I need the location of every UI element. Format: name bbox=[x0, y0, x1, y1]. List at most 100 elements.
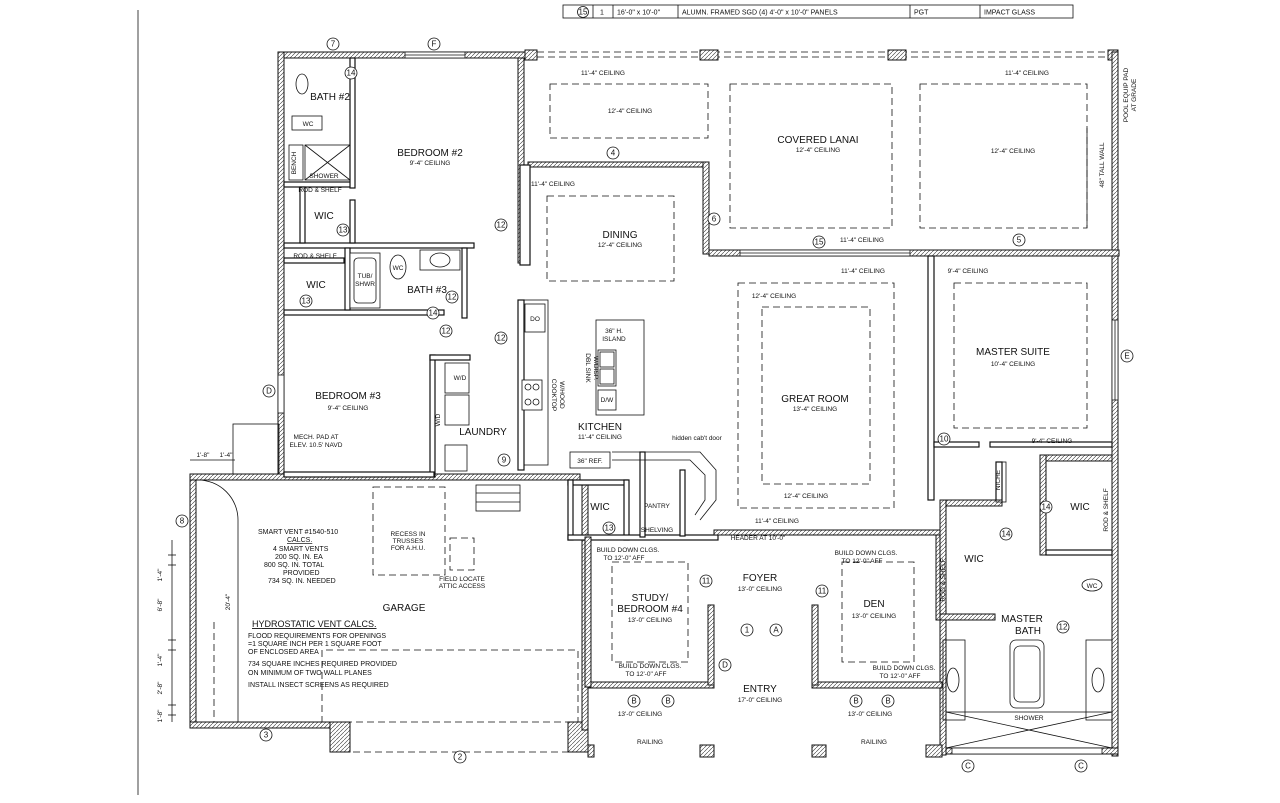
sink-label-2: W/DISP. bbox=[592, 356, 599, 380]
island-label: 36" H. bbox=[605, 328, 623, 335]
svg-text:PROVIDED: PROVIDED bbox=[283, 570, 320, 577]
kitchen-ceiling: 11'-4" CEILING bbox=[578, 434, 622, 441]
great-room-ceiling: 13'-4" CEILING bbox=[793, 406, 837, 413]
svg-text:14: 14 bbox=[429, 309, 438, 318]
svg-text:C: C bbox=[1078, 762, 1084, 771]
cooktop-label: COOKTOP bbox=[550, 379, 557, 411]
svg-text:RAILING: RAILING bbox=[861, 739, 887, 746]
window-schedule: 15 1 16'-0" x 10'-0" ALUMN. FRAMED SGD (… bbox=[562, 4, 1074, 19]
svg-text:ON MINIMUM OF TWO WALL PLANES: ON MINIMUM OF TWO WALL PLANES bbox=[248, 670, 372, 677]
svg-text:SMART VENT #1540-510: SMART VENT #1540-510 bbox=[258, 529, 338, 536]
svg-text:FOR A.H.U.: FOR A.H.U. bbox=[391, 545, 426, 552]
wc-label-c: WC bbox=[1087, 583, 1098, 590]
svg-text:1: 1 bbox=[745, 626, 750, 635]
svg-text:TO 12'-0" AFF: TO 12'-0" AFF bbox=[604, 555, 645, 562]
svg-text:12: 12 bbox=[497, 221, 506, 230]
svg-text:C: C bbox=[965, 762, 971, 771]
svg-text:F: F bbox=[432, 40, 437, 49]
svg-text:11'-4" CEILING: 11'-4" CEILING bbox=[581, 70, 625, 77]
bedroom2-ceiling: 9'-4" CEILING bbox=[410, 160, 451, 167]
svg-text:FLOOD REQUIREMENTS FOR OPENING: FLOOD REQUIREMENTS FOR OPENINGS bbox=[248, 633, 386, 640]
schedule-size: 16'-0" x 10'-0" bbox=[617, 10, 661, 17]
svg-text:13: 13 bbox=[339, 226, 348, 235]
master-suite-title: MASTER SUITE bbox=[976, 347, 1050, 358]
toilet-icon-b bbox=[389, 254, 407, 280]
svg-text:ROD & SHELF: ROD & SHELF bbox=[298, 187, 341, 194]
schedule-glass: IMPACT GLASS bbox=[984, 10, 1035, 17]
dining-ceiling: 12'-4" CEILING bbox=[598, 242, 642, 249]
wic-b-title: WIC bbox=[306, 280, 325, 291]
svg-text:12: 12 bbox=[497, 334, 506, 343]
hidden-door-label: hidden cab't door bbox=[672, 435, 723, 442]
lanai-title: COVERED LANAI bbox=[777, 135, 858, 146]
lanai-ceiling: 12'-4" CEILING bbox=[796, 147, 840, 154]
svg-text:ATTIC ACCESS: ATTIC ACCESS bbox=[439, 583, 486, 590]
windows bbox=[277, 51, 1119, 755]
garage-title: GARAGE bbox=[383, 603, 426, 614]
svg-text:9: 9 bbox=[502, 456, 507, 465]
svg-text:TO 12'-0" AFF: TO 12'-0" AFF bbox=[842, 558, 883, 565]
svg-text:RECESS IN: RECESS IN bbox=[390, 531, 425, 538]
study-ceiling: 13'-0" CEILING bbox=[628, 617, 672, 624]
pantry-title: PANTRY bbox=[644, 503, 670, 510]
foyer-ceiling: 13'-0" CEILING bbox=[738, 586, 782, 593]
svg-text:=1 SQUARE INCH PER 1 SQUARE FO: =1 SQUARE INCH PER 1 SQUARE FOOT bbox=[248, 641, 382, 648]
svg-text:1'-4": 1'-4" bbox=[157, 568, 164, 582]
svg-text:6: 6 bbox=[712, 215, 717, 224]
svg-text:ELEV. 10.5' NAVD: ELEV. 10.5' NAVD bbox=[290, 442, 343, 449]
svg-text:HEADER AT 10'-0": HEADER AT 10'-0" bbox=[731, 535, 786, 542]
washer-label: W/D bbox=[454, 375, 467, 382]
bedroom3-ceiling: 9'-4" CEILING bbox=[328, 405, 369, 412]
shelving-title: SHELVING bbox=[641, 527, 673, 534]
svg-text:9'-4" CEILING: 9'-4" CEILING bbox=[1032, 438, 1073, 445]
great-room-title: GREAT ROOM bbox=[781, 394, 848, 405]
island-label-2: ISLAND bbox=[602, 336, 626, 343]
svg-text:800 SQ. IN. TOTAL: 800 SQ. IN. TOTAL bbox=[264, 562, 324, 569]
svg-text:11'-4" CEILING: 11'-4" CEILING bbox=[755, 518, 799, 525]
foyer-title: FOYER bbox=[743, 573, 777, 584]
wc-label-b: WC bbox=[393, 265, 404, 272]
svg-text:W/D: W/D bbox=[435, 413, 442, 426]
svg-text:TO 12'-0" AFF: TO 12'-0" AFF bbox=[880, 673, 921, 680]
wic-a-title: WIC bbox=[314, 211, 333, 222]
sink-label: DBL SINK bbox=[584, 353, 591, 383]
svg-text:1'-8": 1'-8" bbox=[157, 709, 164, 723]
laundry-title: LAUNDRY bbox=[459, 427, 507, 438]
svg-text:B: B bbox=[853, 697, 858, 706]
sink-icon-c bbox=[1091, 667, 1105, 693]
schedule-mfr: PGT bbox=[914, 10, 929, 17]
svg-text:11'-4" CEILING: 11'-4" CEILING bbox=[531, 181, 575, 188]
svg-text:200 SQ. IN. EA: 200 SQ. IN. EA bbox=[275, 554, 323, 561]
fixtures: WC SHOWER BENCH TUB/ SHWR WC W/D DO COOK… bbox=[232, 73, 1113, 749]
svg-text:TO 12'-0" AFF: TO 12'-0" AFF bbox=[626, 671, 667, 678]
garage-dimensions: 1'-4" 6'-8" 1'-4" 2'-8" 1'-8" 20'-4" 1'-… bbox=[157, 452, 239, 723]
room-labels: BATH #2 BEDROOM #2 9'-4" CEILING WIC WIC… bbox=[306, 92, 1089, 704]
shower-label-a: SHOWER bbox=[309, 173, 339, 180]
interior-walls bbox=[283, 57, 1113, 688]
master-bath-title-2: BATH bbox=[1015, 626, 1041, 637]
svg-text:2'-8": 2'-8" bbox=[157, 681, 164, 695]
bath2-title: BATH #2 bbox=[310, 92, 350, 103]
svg-text:ROD & SHELF: ROD & SHELF bbox=[293, 253, 336, 260]
schedule-qty: 1 bbox=[600, 10, 604, 17]
kitchen-title: KITCHEN bbox=[578, 422, 622, 433]
toilet-icon bbox=[295, 73, 309, 95]
bench-label: BENCH bbox=[291, 151, 298, 174]
svg-text:13: 13 bbox=[302, 297, 311, 306]
bedroom3-title: BEDROOM #3 bbox=[315, 391, 381, 402]
svg-text:D: D bbox=[266, 387, 272, 396]
svg-text:48" TALL WALL: 48" TALL WALL bbox=[1099, 142, 1106, 188]
wc-label-a: WC bbox=[303, 121, 314, 128]
svg-text:11: 11 bbox=[818, 587, 827, 596]
bath3-title: BATH #3 bbox=[407, 285, 447, 296]
exterior-walls bbox=[189, 49, 1120, 758]
svg-text:B: B bbox=[665, 697, 670, 706]
svg-text:12'-4" CEILING: 12'-4" CEILING bbox=[991, 148, 1035, 155]
svg-text:12: 12 bbox=[448, 293, 457, 302]
ceiling-notes: 11'-4" CEILING 11'-4" CEILING 12'-4" CEI… bbox=[531, 70, 1072, 718]
svg-text:NICHE: NICHE bbox=[995, 469, 1002, 490]
svg-text:E: E bbox=[1124, 352, 1129, 361]
hydrostatic-calcs: HYDROSTATIC VENT CALCS. FLOOD REQUIREMEN… bbox=[248, 619, 397, 689]
svg-text:MECH. PAD AT: MECH. PAD AT bbox=[294, 434, 339, 441]
